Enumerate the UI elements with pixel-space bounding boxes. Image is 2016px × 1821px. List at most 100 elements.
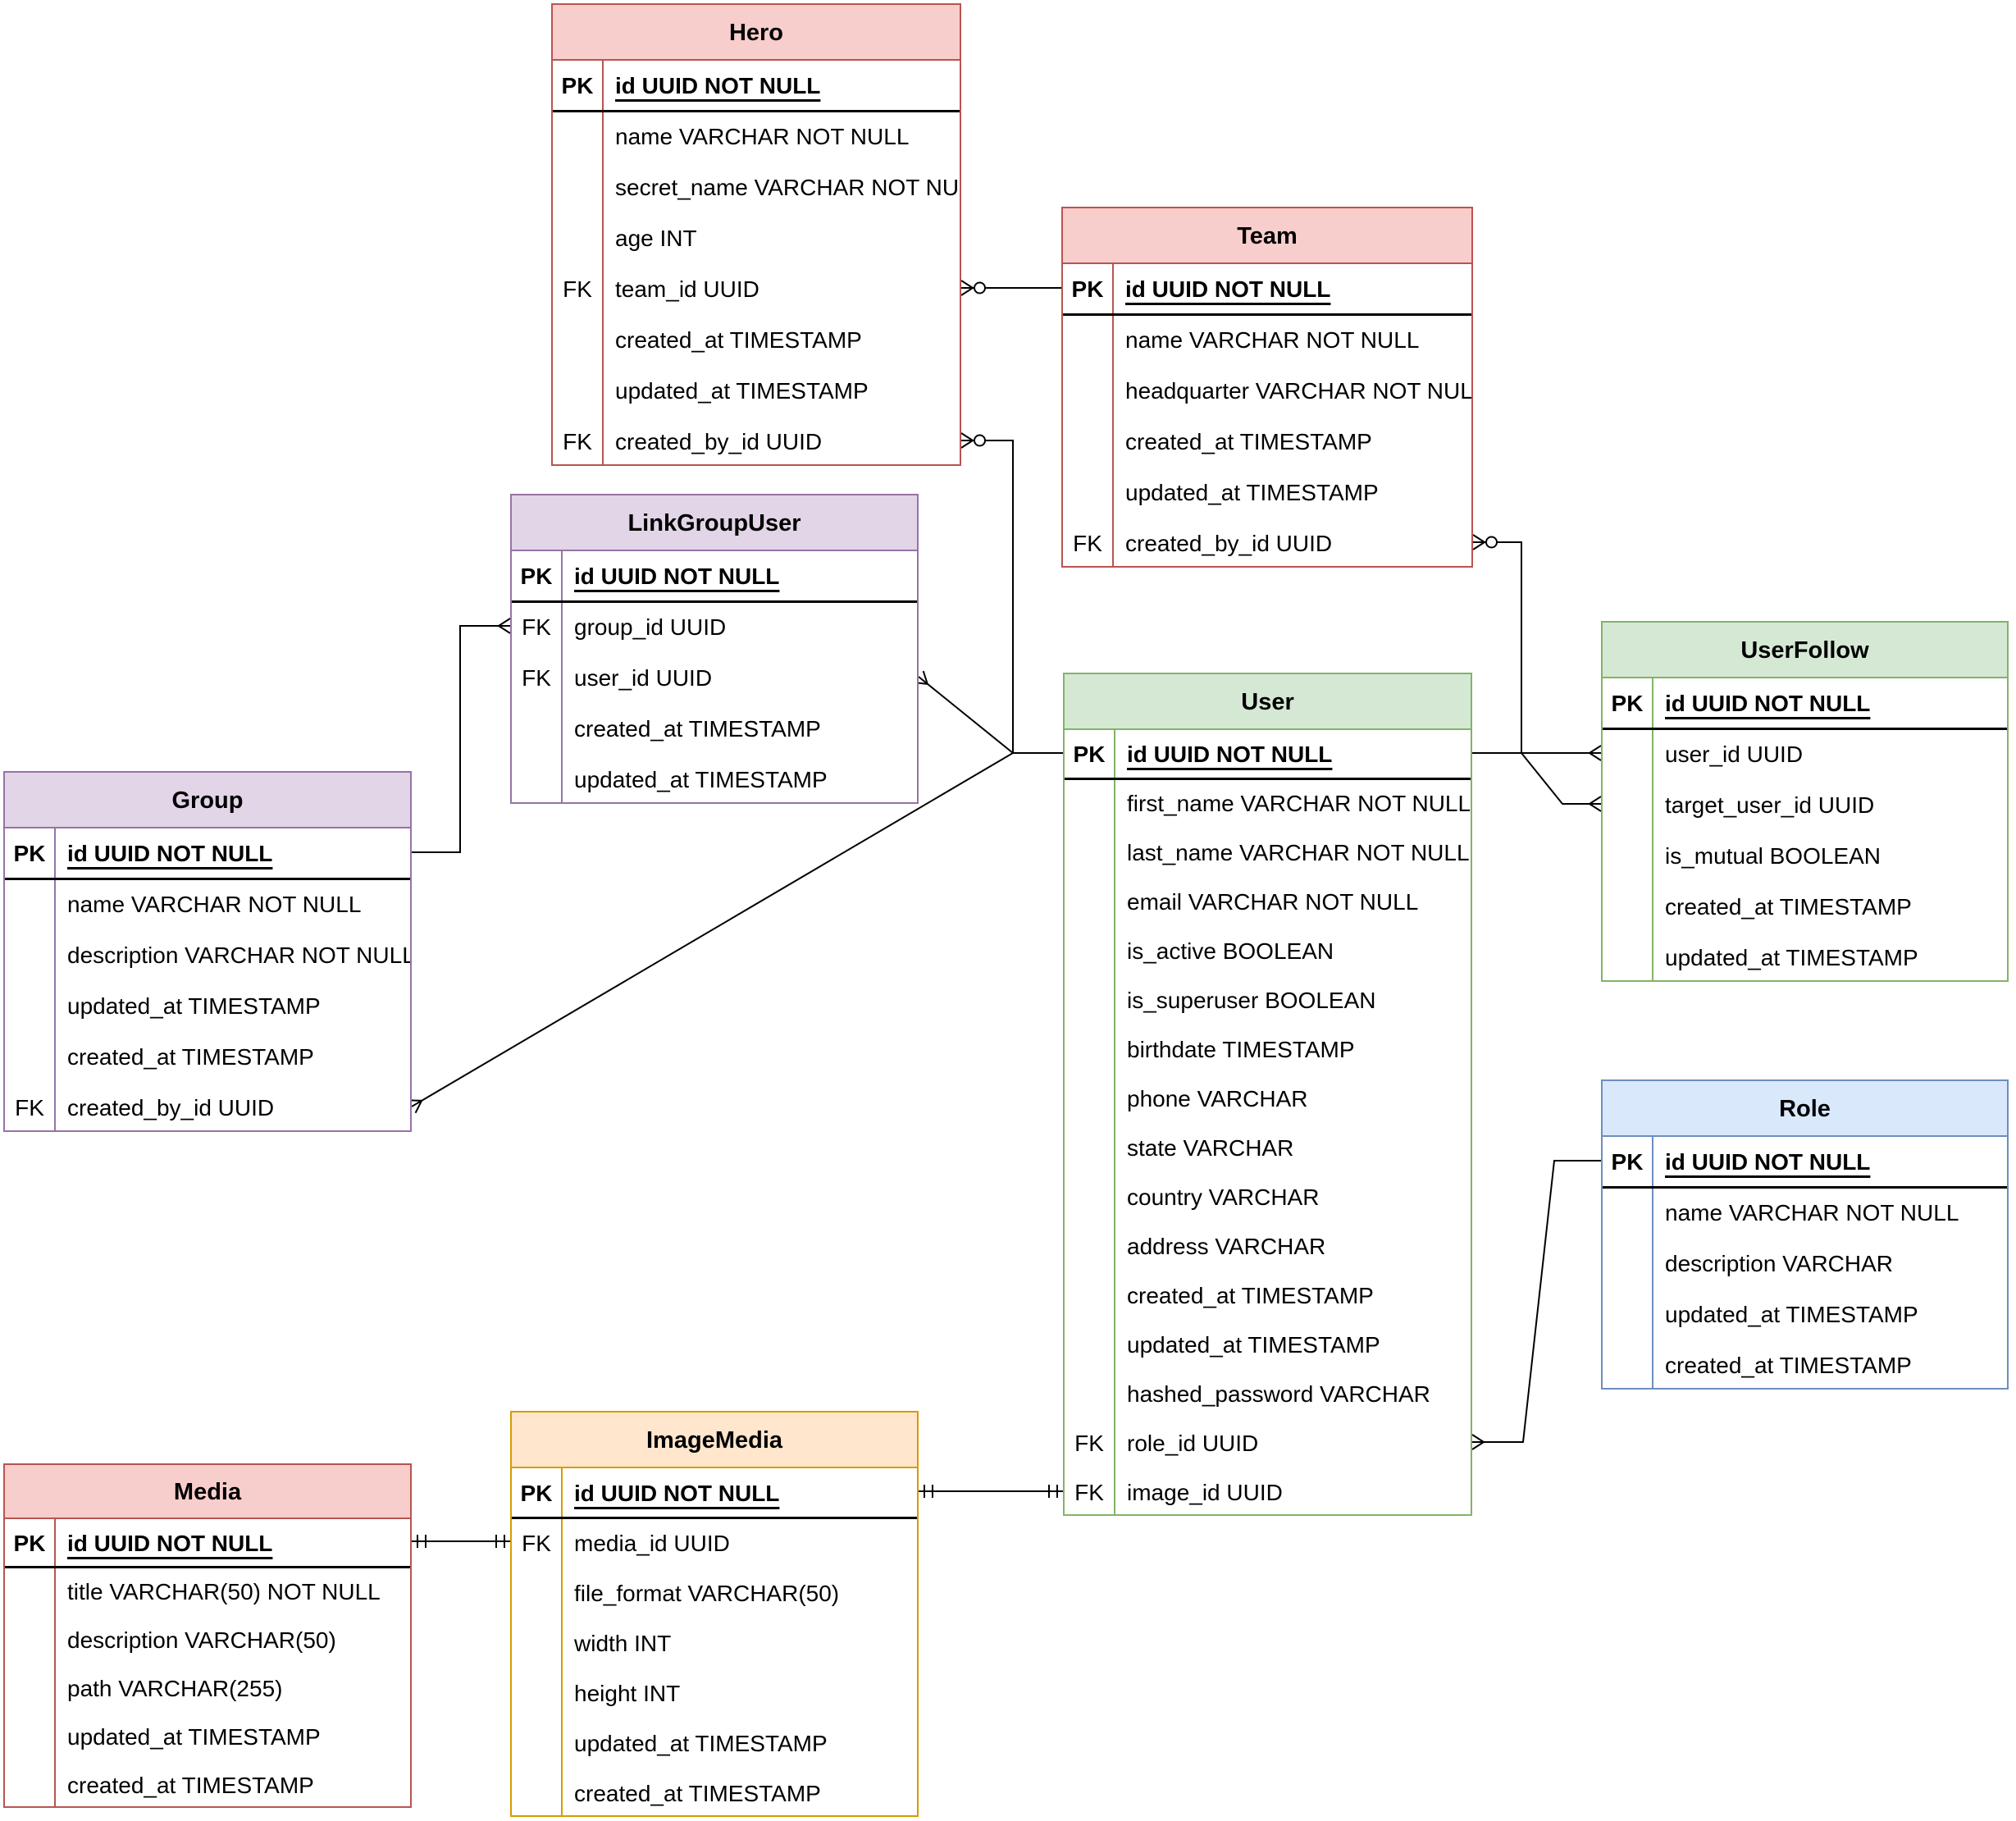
table-row[interactable]: created_at TIMESTAMP (54, 1761, 410, 1810)
table-row[interactable]: state VARCHAR (1114, 1124, 1471, 1173)
table-row[interactable]: updated_at TIMESTAMP (1114, 1321, 1471, 1370)
column-definition: created_at TIMESTAMP (574, 1781, 821, 1806)
table-row[interactable]: user_id UUID (561, 653, 917, 704)
column-definition: description VARCHAR NOT NULL (67, 942, 410, 968)
table-row[interactable]: title VARCHAR(50) NOT NULL (54, 1568, 410, 1616)
table-row[interactable]: birthdate TIMESTAMP (1114, 1025, 1471, 1075)
column-definition: created_at TIMESTAMP (67, 1773, 314, 1798)
fk-label: FK (563, 429, 592, 454)
table-row[interactable]: id UUID NOT NULL (1114, 730, 1471, 779)
table-row[interactable]: id UUID NOT NULL (54, 1519, 410, 1568)
table-row[interactable]: created_at TIMESTAMP (1652, 882, 2007, 933)
table-row[interactable]: is_active BOOLEAN (1114, 927, 1471, 976)
table-row[interactable]: created_at TIMESTAMP (1652, 1340, 2007, 1391)
key-column-divider (1114, 730, 1115, 1514)
table-row[interactable]: email VARCHAR NOT NULL (1114, 878, 1471, 927)
table-row[interactable]: country VARCHAR (1114, 1173, 1471, 1222)
table-row[interactable]: created_at TIMESTAMP (1114, 1271, 1471, 1321)
table-row[interactable]: image_id UUID (1114, 1468, 1471, 1518)
table-row[interactable]: secret_name VARCHAR NOT NULL (602, 162, 960, 213)
table-row[interactable]: updated_at TIMESTAMP (54, 981, 410, 1032)
table-row[interactable]: is_superuser BOOLEAN (1114, 976, 1471, 1025)
table-row[interactable]: id UUID NOT NULL (561, 551, 917, 602)
table-row[interactable]: target_user_id UUID (1652, 780, 2007, 831)
table-row[interactable]: headquarter VARCHAR NOT NULL (1112, 366, 1471, 417)
table-row[interactable]: user_id UUID (1652, 729, 2007, 780)
table-row[interactable]: created_at TIMESTAMP (561, 704, 917, 755)
relationship-uf-target (1521, 752, 1602, 812)
relationship-lgu-user (914, 670, 1063, 754)
table-row[interactable]: updated_at TIMESTAMP (561, 1718, 917, 1769)
table-row[interactable]: updated_at TIMESTAMP (54, 1713, 410, 1761)
table-row[interactable]: team_id UUID (602, 264, 960, 315)
column-definition: state VARCHAR (1127, 1135, 1294, 1161)
table-row[interactable]: age INT (602, 213, 960, 264)
table-row[interactable]: role_id UUID (1114, 1419, 1471, 1468)
column-definition: group_id UUID (574, 614, 727, 640)
table-row[interactable]: path VARCHAR(255) (54, 1664, 410, 1713)
table-title: Role (1603, 1081, 2007, 1137)
column-definition: created_by_id UUID (615, 429, 823, 454)
table-row[interactable]: id UUID NOT NULL (1652, 1137, 2007, 1188)
table-row[interactable]: address VARCHAR (1114, 1222, 1471, 1271)
fk-label: FK (1074, 1480, 1104, 1505)
column-definition: id UUID NOT NULL (1125, 276, 1331, 302)
table-row[interactable]: name VARCHAR NOT NULL (1652, 1188, 2007, 1239)
pk-separator (512, 1517, 917, 1519)
table-row[interactable]: created_at TIMESTAMP (54, 1032, 410, 1083)
table-row[interactable]: phone VARCHAR (1114, 1075, 1471, 1124)
column-definition: country VARCHAR (1127, 1184, 1320, 1210)
table-row[interactable]: id UUID NOT NULL (561, 1468, 917, 1518)
table-row[interactable]: file_format VARCHAR(50) (561, 1568, 917, 1618)
table-row[interactable]: created_by_id UUID (602, 417, 960, 468)
table-row[interactable]: description VARCHAR NOT NULL (54, 930, 410, 981)
table-row[interactable]: id UUID NOT NULL (1112, 264, 1471, 315)
table-row[interactable]: updated_at TIMESTAMP (1112, 468, 1471, 518)
table-row[interactable]: created_by_id UUID (1112, 518, 1471, 569)
table-title: LinkGroupUser (512, 495, 917, 551)
table-title: Team (1063, 208, 1471, 264)
table-row[interactable]: updated_at TIMESTAMP (1652, 933, 2007, 984)
table-row[interactable]: last_name VARCHAR NOT NULL (1114, 828, 1471, 878)
table-row[interactable]: id UUID NOT NULL (54, 828, 410, 879)
table-title: Media (5, 1465, 410, 1519)
table-row[interactable]: hashed_password VARCHAR (1114, 1370, 1471, 1419)
key-column-divider (561, 551, 563, 802)
table-row[interactable]: created_at TIMESTAMP (561, 1769, 917, 1819)
table-row[interactable]: id UUID NOT NULL (602, 61, 960, 112)
column-definition: birthdate TIMESTAMP (1127, 1037, 1355, 1062)
table-row[interactable]: description VARCHAR(50) (54, 1616, 410, 1664)
table-row[interactable]: is_mutual BOOLEAN (1652, 831, 2007, 882)
table-row[interactable]: created_at TIMESTAMP (602, 315, 960, 366)
key-column-divider (54, 828, 56, 1130)
table-row[interactable]: name VARCHAR NOT NULL (1112, 315, 1471, 366)
table-row[interactable]: updated_at TIMESTAMP (561, 755, 917, 806)
table-row[interactable]: updated_at TIMESTAMP (1652, 1289, 2007, 1340)
table-row[interactable]: width INT (561, 1618, 917, 1668)
table-row[interactable]: created_by_id UUID (54, 1083, 410, 1134)
table-row[interactable]: group_id UUID (561, 602, 917, 653)
table-row[interactable]: description VARCHAR (1652, 1239, 2007, 1289)
column-definition: created_at TIMESTAMP (1125, 429, 1372, 454)
column-definition: secret_name VARCHAR NOT NULL (615, 175, 960, 200)
table-row[interactable]: name VARCHAR NOT NULL (54, 879, 410, 930)
fk-label: FK (1074, 1431, 1104, 1456)
table-row[interactable]: height INT (561, 1668, 917, 1718)
table-row[interactable]: media_id UUID (561, 1518, 917, 1568)
table-row[interactable]: created_at TIMESTAMP (1112, 417, 1471, 468)
table-row[interactable]: first_name VARCHAR NOT NULL (1114, 779, 1471, 828)
table-row[interactable]: name VARCHAR NOT NULL (602, 112, 960, 162)
table-row[interactable]: id UUID NOT NULL (1652, 678, 2007, 729)
table-row[interactable]: updated_at TIMESTAMP (602, 366, 960, 417)
relationship-user-role (1471, 1160, 1601, 1450)
